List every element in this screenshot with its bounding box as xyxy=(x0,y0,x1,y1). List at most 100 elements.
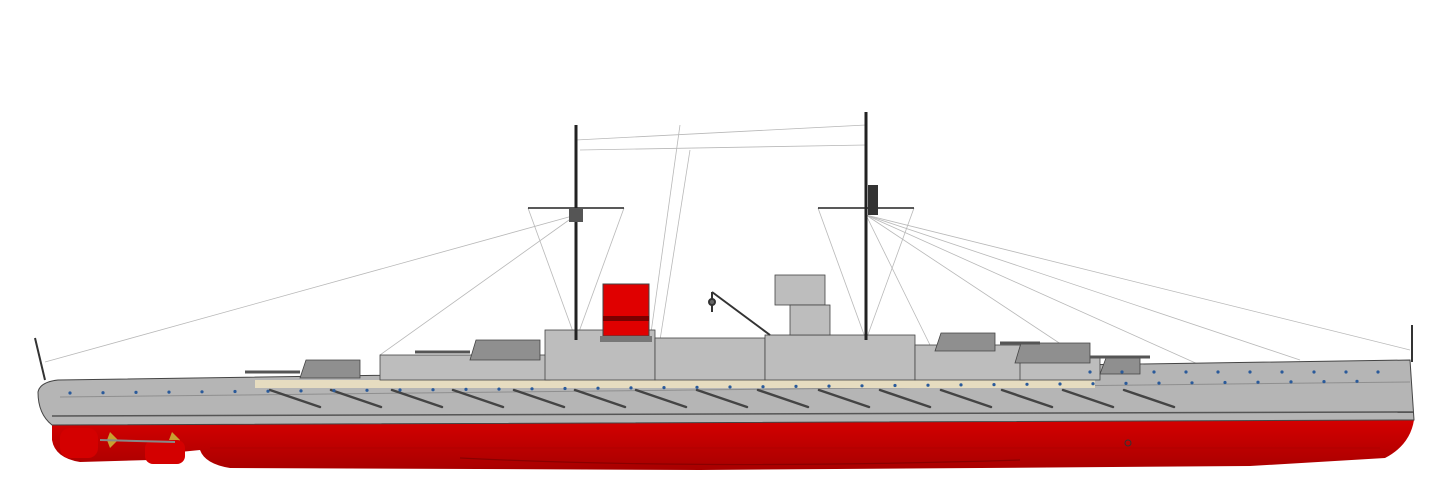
gun-barrel xyxy=(1061,388,1115,409)
gun-barrel xyxy=(390,388,444,409)
porthole xyxy=(1289,380,1293,384)
porthole xyxy=(134,390,138,394)
gun-barrel xyxy=(1000,388,1054,409)
gun-barrel xyxy=(695,388,749,409)
aft-deckhouse xyxy=(764,334,916,381)
porthole xyxy=(365,388,369,392)
porthole xyxy=(299,389,303,393)
porthole xyxy=(1120,370,1124,374)
crane xyxy=(708,291,771,336)
gun-barrel xyxy=(512,388,566,409)
gun-barrel xyxy=(573,388,627,409)
porthole xyxy=(992,383,996,387)
porthole xyxy=(200,390,204,394)
waterline-stripe xyxy=(51,411,1414,417)
porthole xyxy=(398,388,402,392)
porthole xyxy=(1025,382,1029,386)
rigging-line xyxy=(379,214,577,356)
porthole xyxy=(1344,370,1348,374)
masts xyxy=(528,112,914,340)
porthole xyxy=(266,389,270,393)
rigging-line xyxy=(817,207,867,341)
propellers xyxy=(60,428,185,464)
porthole xyxy=(1376,370,1380,374)
porthole xyxy=(761,385,765,389)
deck-planking xyxy=(255,380,1095,388)
porthole xyxy=(1157,381,1161,385)
porthole xyxy=(596,386,600,390)
rigging-line xyxy=(865,214,1301,361)
rigging-line xyxy=(579,144,867,151)
maintop xyxy=(868,185,878,215)
rigging-line xyxy=(865,207,915,341)
foretop xyxy=(569,208,583,222)
gun-barrel xyxy=(329,388,383,409)
porthole xyxy=(1280,370,1284,374)
porthole xyxy=(563,386,567,391)
porthole xyxy=(728,385,732,389)
bow-jackstaff xyxy=(34,337,46,381)
porthole xyxy=(1312,370,1316,374)
porthole xyxy=(1355,379,1359,383)
rigging-line xyxy=(865,214,1411,351)
keel-shadow xyxy=(459,457,1021,466)
porthole xyxy=(431,388,435,392)
turret-4 xyxy=(1014,342,1091,364)
turret-3 xyxy=(934,332,996,352)
porthole xyxy=(530,387,534,391)
secondary-gun-barrels xyxy=(268,388,1176,409)
porthole xyxy=(1223,380,1227,385)
porthole xyxy=(827,384,831,388)
porthole xyxy=(68,391,72,395)
aft-bridge xyxy=(789,304,831,336)
porthole xyxy=(695,385,699,389)
rigging-line xyxy=(44,214,577,363)
porthole xyxy=(1190,381,1194,385)
gun-barrel xyxy=(1122,388,1176,409)
porthole xyxy=(893,383,897,388)
porthole xyxy=(629,386,633,390)
rigging-line xyxy=(575,124,867,141)
rigging-line xyxy=(659,149,691,341)
rigging-line xyxy=(527,207,577,341)
midship-deckhouse xyxy=(654,337,766,381)
rigging-line xyxy=(575,207,625,341)
porthole xyxy=(497,387,501,391)
porthole xyxy=(167,390,171,394)
porthole xyxy=(1322,380,1326,384)
gun-barrel xyxy=(878,388,932,409)
rigging-line xyxy=(865,214,931,346)
gun-barrel xyxy=(451,388,505,409)
turret-5 xyxy=(1099,357,1141,375)
rigging-line xyxy=(649,124,681,341)
porthole xyxy=(662,386,666,390)
porthole xyxy=(464,387,468,391)
porthole xyxy=(233,389,237,394)
porthole xyxy=(1088,370,1092,374)
porthole xyxy=(332,389,336,393)
superstructure xyxy=(245,274,1150,381)
porthole xyxy=(860,384,864,388)
porthole xyxy=(794,384,798,388)
gun-barrel xyxy=(634,388,688,409)
gun-barrel xyxy=(756,388,810,409)
porthole xyxy=(1216,370,1220,374)
gun-barrel xyxy=(817,388,871,409)
porthole xyxy=(1184,370,1188,374)
gun-barrel xyxy=(939,388,993,409)
lower-hull xyxy=(52,420,1414,470)
porthole xyxy=(1152,370,1156,374)
porthole xyxy=(926,383,930,387)
rigging-line xyxy=(865,214,1201,366)
porthole xyxy=(1124,381,1128,385)
gun-barrel xyxy=(268,388,322,409)
searchlight-platform xyxy=(774,274,826,306)
turret-1 xyxy=(299,359,361,379)
porthole xyxy=(959,383,963,387)
rigging-lines xyxy=(44,124,1411,371)
portholes xyxy=(68,370,1380,395)
porthole xyxy=(101,391,105,395)
turret-2 xyxy=(469,339,541,361)
